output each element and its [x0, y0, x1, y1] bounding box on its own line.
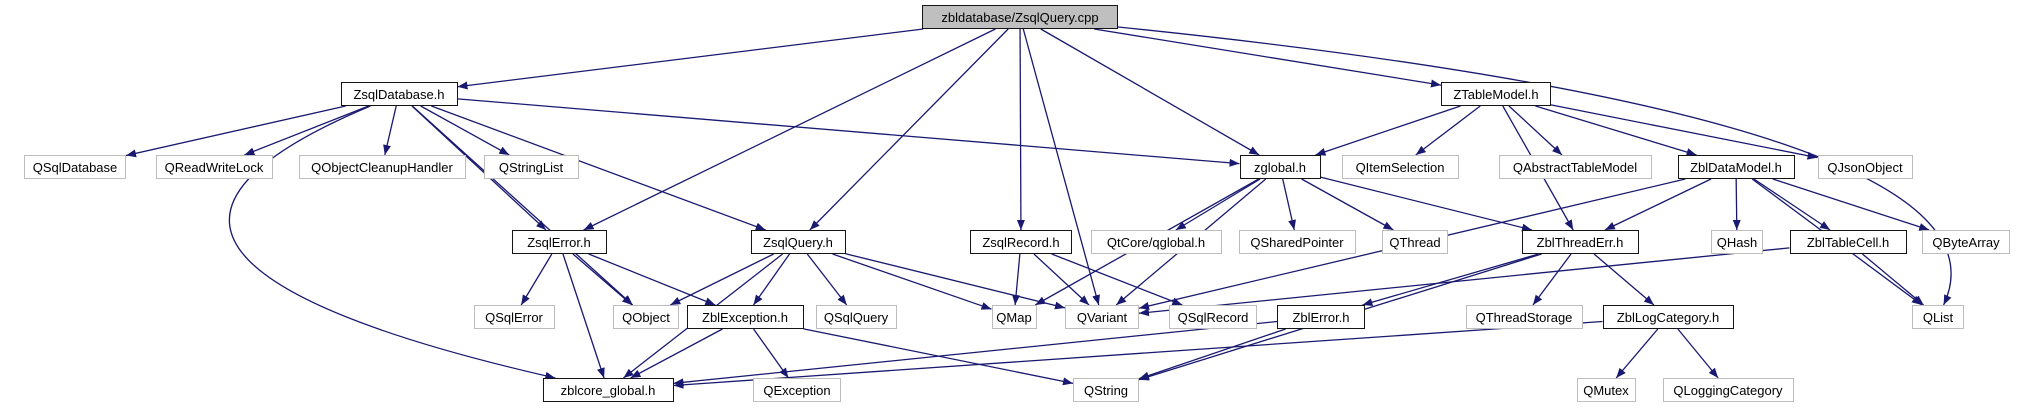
graph-node-qmap: QMap [991, 305, 1037, 329]
include-edge-ZsqlDatabase_h-to-QSqlDatabase [125, 105, 346, 158]
include-edge-ZblError_h-to-zblcore_global_h [673, 320, 1278, 387]
include-edge-ZblError_h-to-QString [1138, 328, 1286, 380]
graph-node-zblerror-h[interactable]: ZblError.h [1277, 305, 1365, 329]
include-edge-zglobal_h-to-QThread [1301, 178, 1394, 231]
graph-node-zglobal-h[interactable]: zglobal.h [1239, 155, 1321, 179]
include-edge-ZblThreadErr_h-to-ZblError_h [1362, 253, 1539, 307]
graph-node-qbytearray: QByteArray [1922, 230, 2010, 254]
include-edge-ZsqlRecord_h-to-QSqlRecord [1051, 253, 1183, 306]
graph-node-qreadwritelock: QReadWriteLock [155, 155, 273, 179]
include-edge-ZblDataModel_h-to-ZblThreadErr_h [1604, 178, 1712, 231]
graph-node-zblthreaderr-h[interactable]: ZblThreadErr.h [1521, 230, 1639, 254]
graph-node-qjsonobject: QJsonObject [1817, 155, 1913, 179]
graph-node-zbllogcategory-h[interactable]: ZblLogCategory.h [1602, 305, 1734, 329]
include-edge-ZblException_h-to-QException [753, 328, 789, 379]
graph-node-qtcore-qglobal-h: QtCore/qglobal.h [1090, 230, 1222, 254]
include-edge-zglobal_h-to-ZblThreadErr_h [1320, 176, 1533, 232]
graph-node-qlist: QList [1912, 305, 1964, 329]
include-edge-ZsqlDatabase_h-to-QReadWriteLock [244, 105, 369, 156]
include-edge-ZblThreadErr_h-to-ZblLogCategory_h [1593, 253, 1655, 306]
include-edge-ZsqlError_h-to-QSqlError [520, 253, 553, 306]
graph-node-zsqldatabase-h[interactable]: ZsqlDatabase.h [340, 82, 458, 106]
graph-node-qstring: QString [1073, 378, 1139, 402]
graph-root-node-zbldatabase-zsqlquery-cpp: zbldatabase/ZsqlQuery.cpp [922, 5, 1118, 29]
include-edge-ZsqlDatabase_h-to-QStringList [420, 105, 510, 156]
include-edge-ZblLogCategory_h-to-QLoggingCategory [1677, 328, 1719, 379]
include-edge-ZblDataModel_h-to-QHash [1732, 178, 1741, 231]
include-edge-root-to-ZsqlQuery_h [809, 28, 1009, 231]
include-edge-ZsqlDatabase_h-to-QObject [411, 105, 634, 306]
include-edge-ZTableModel_h-to-QItemSelection [1415, 105, 1481, 156]
include-edge-ZblThreadErr_h-to-QThreadStorage [1532, 253, 1572, 306]
graph-node-qthreadstorage: QThreadStorage [1465, 305, 1583, 329]
include-edge-ZblTableCell_h-to-QVariant [1138, 247, 1790, 317]
graph-node-ztablemodel-h[interactable]: ZTableModel.h [1441, 82, 1551, 106]
graph-node-qexception: QException [753, 378, 841, 402]
include-edge-ZTableModel_h-to-QJsonObject [1550, 104, 1818, 160]
include-edge-root-to-ZsqlError_h [583, 28, 996, 231]
include-edge-ZsqlQuery_h-to-QSqlQuery [806, 253, 848, 306]
graph-node-qstringlist: QStringList [483, 155, 579, 179]
graph-node-zblcore-global-h[interactable]: zblcore_global.h [542, 378, 674, 402]
include-edge-ZTableModel_h-to-QAbstractTableModel [1508, 105, 1563, 156]
include-edge-ZsqlRecord_h-to-QMap [1012, 253, 1021, 306]
graph-node-zsqlrecord-h[interactable]: ZsqlRecord.h [970, 230, 1072, 254]
include-edge-ZsqlDatabase_h-to-zglobal_h [457, 98, 1240, 167]
graph-node-qthread: QThread [1382, 230, 1448, 254]
include-edge-root-to-ZTableModel_h [1094, 28, 1442, 88]
include-edge-ZblException_h-to-zblcore_global_h [630, 328, 723, 379]
graph-node-qobject: QObject [613, 305, 679, 329]
include-edge-ZblTableCell_h-to-QList [1861, 253, 1925, 306]
graph-node-qsharedpointer: QSharedPointer [1238, 230, 1356, 254]
include-edge-ZblDataModel_h-to-QByteArray [1772, 178, 1930, 231]
include-edge-ZsqlQuery_h-to-ZblException_h [752, 253, 791, 306]
graph-node-qhash: QHash [1711, 230, 1763, 254]
graph-node-zsqlquery-h[interactable]: ZsqlQuery.h [750, 230, 846, 254]
graph-node-qsqlquery: QSqlQuery [815, 305, 897, 329]
include-edge-ZblLogCategory_h-to-zblcore_global_h [673, 320, 1603, 389]
include-edge-ZsqlDatabase_h-to-zblcore_global_h [228, 105, 556, 380]
include-edge-root-to-QVariant [1022, 28, 1100, 306]
graph-node-qmutex: QMutex [1576, 378, 1636, 402]
include-edge-ZsqlError_h-to-zblcore_global_h [562, 253, 605, 379]
graph-node-zsqlerror-h[interactable]: ZsqlError.h [511, 230, 607, 254]
include-edge-root-to-ZsqlRecord_h [1016, 28, 1025, 231]
include-edge-root-to-zglobal_h [1040, 28, 1260, 156]
graph-node-zblexception-h[interactable]: ZblException.h [686, 305, 804, 329]
include-edge-ZsqlRecord_h-to-QVariant [1033, 253, 1090, 306]
include-edge-zglobal_h-to-QtCore_qglobal_h [1175, 178, 1261, 231]
graph-node-qsqlrecord: QSqlRecord [1169, 305, 1257, 329]
graph-node-qabstracttablemodel: QAbstractTableModel [1498, 155, 1652, 179]
include-edge-ZsqlQuery_h-to-QMap [832, 253, 992, 310]
include-edge-ZsqlDatabase_h-to-QObjectCleanupHandler [383, 105, 397, 156]
graph-node-qsqldatabase: QSqlDatabase [24, 155, 126, 179]
include-edge-root-to-ZsqlDatabase_h [457, 28, 924, 90]
graph-node-zbltablecell-h[interactable]: ZblTableCell.h [1789, 230, 1907, 254]
graph-node-zbldatamodel-h[interactable]: ZblDataModel.h [1677, 155, 1795, 179]
include-edge-ZsqlQuery_h-to-QVariant [845, 253, 1066, 310]
include-edge-ZsqlQuery_h-to-QObject [670, 253, 774, 306]
include-edge-ZsqlDatabase_h-to-ZsqlQuery_h [431, 105, 766, 231]
include-edge-ZTableModel_h-to-ZblDataModel_h [1535, 105, 1697, 156]
include-edge-zglobal_h-to-QSharedPointer [1282, 178, 1296, 231]
graph-node-qobjectcleanuphandler: QObjectCleanupHandler [298, 155, 466, 179]
include-edge-ZblDataModel_h-to-ZblTableCell_h [1753, 178, 1831, 231]
include-edge-ZblLogCategory_h-to-QMutex [1615, 328, 1659, 379]
graph-node-qloggingcategory: QLoggingCategory [1662, 378, 1794, 402]
include-edge-ZsqlError_h-to-QObject [572, 253, 633, 306]
include-edge-ZsqlError_h-to-ZblException_h [588, 253, 716, 306]
graph-node-qsqlerror: QSqlError [473, 305, 555, 329]
include-edge-ZTableModel_h-to-zglobal_h [1315, 105, 1461, 156]
graph-node-qvariant: QVariant [1065, 305, 1139, 329]
graph-node-qitemselection: QItemSelection [1341, 155, 1459, 179]
